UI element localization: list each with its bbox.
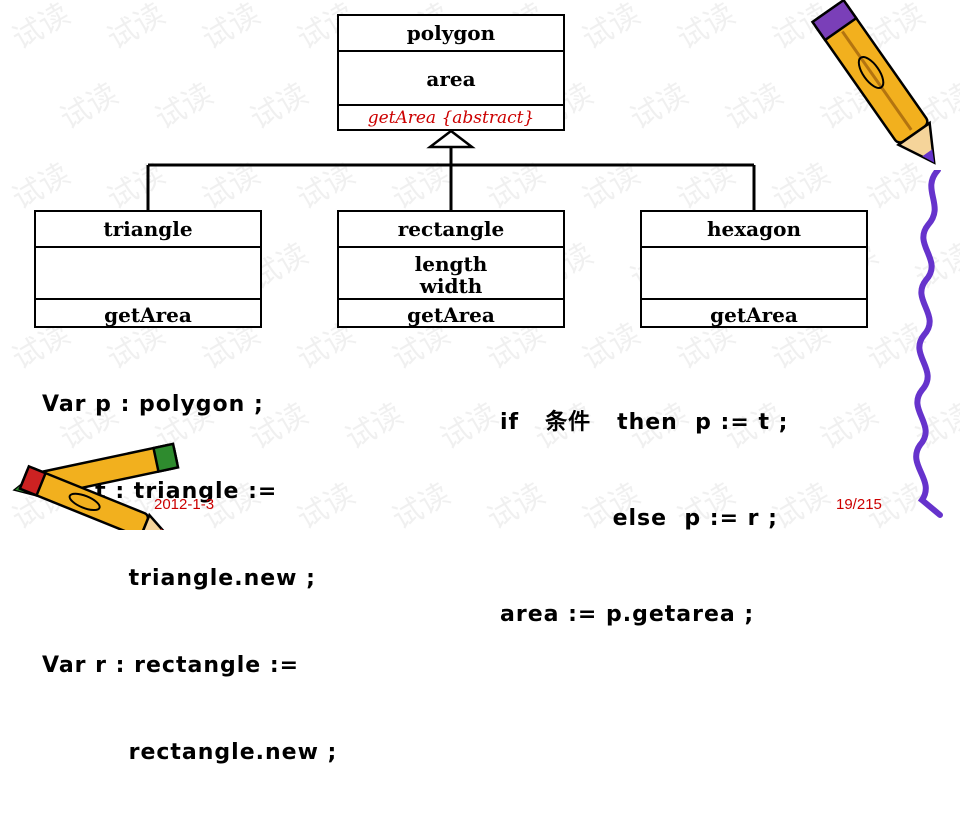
code-block-right: if 条件 then p := t ; else p := r ; area :… [500, 343, 788, 695]
attributes-hexagon [642, 246, 866, 298]
class-name-polygon: polygon [339, 16, 563, 50]
code-block-left: Var p : polygon ; Var t : triangle := tr… [42, 332, 337, 825]
method-hexagon: getArea [642, 298, 866, 326]
abstract-method: getArea {abstract} [339, 104, 563, 129]
attribute-width: width [339, 275, 563, 297]
footer-page-number: 19/215 [836, 496, 882, 513]
code-line: else p := r ; [500, 503, 788, 535]
method-triangle: getArea [36, 298, 260, 326]
purple-ribbon-decoration [900, 170, 960, 530]
class-box-polygon: polygon area getArea {abstract} [337, 14, 565, 131]
attributes-triangle [36, 246, 260, 298]
code-line: triangle.new ; [42, 564, 337, 593]
inheritance-arrowhead [430, 131, 472, 147]
slide: 试读试读试读试读试读试读试读试读试读试读试读试读试读试读试读试读试读试读试读试读… [0, 0, 960, 540]
method-rectangle: getArea [339, 298, 563, 326]
code-line: Var p : polygon ; [42, 390, 337, 419]
attribute-length: length [339, 253, 563, 275]
class-name-rectangle: rectangle [339, 212, 563, 246]
code-line: Var r : rectangle := [42, 651, 337, 680]
attributes-rectangle: length width [339, 246, 563, 298]
attribute-area: area [339, 50, 563, 104]
class-name-hexagon: hexagon [642, 212, 866, 246]
class-box-rectangle: rectangle length width getArea [337, 210, 565, 328]
pencils-icon-bottom-left [0, 440, 200, 530]
class-box-hexagon: hexagon getArea [640, 210, 868, 328]
code-line: area := p.getarea ; [500, 599, 788, 631]
code-line: rectangle.new ; [42, 738, 337, 767]
pencil-icon-top-right [810, 0, 950, 175]
class-box-triangle: triangle getArea [34, 210, 262, 328]
class-name-triangle: triangle [36, 212, 260, 246]
code-line: if 条件 then p := t ; [500, 407, 788, 439]
